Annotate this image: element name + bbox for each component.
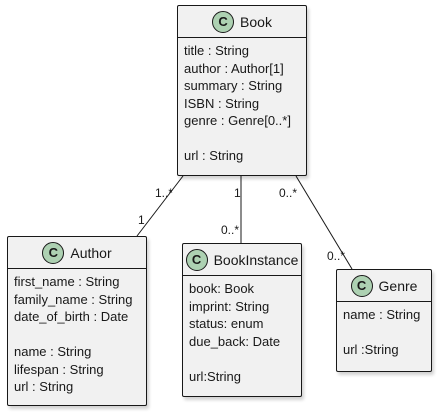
class-author-header: C Author bbox=[8, 237, 146, 269]
method: url : String bbox=[14, 379, 74, 394]
class-book[interactable]: C Book title : String author : Author[1]… bbox=[177, 5, 307, 176]
class-book-header: C Book bbox=[178, 6, 306, 38]
class-stereotype-icon: C bbox=[212, 10, 235, 33]
class-genre-name: Genre bbox=[378, 277, 418, 294]
multiplicity-book-bookinstance-book-end: 1 bbox=[234, 186, 241, 200]
attribute: date_of_birth : Date bbox=[14, 309, 129, 324]
class-stereotype-icon: C bbox=[350, 274, 373, 297]
class-genre-header: C Genre bbox=[337, 270, 431, 302]
attribute: status: enum bbox=[189, 316, 264, 331]
class-stereotype-icon: C bbox=[42, 241, 65, 264]
association-book-genre bbox=[295, 175, 353, 270]
class-bookinstance-name: BookInstance bbox=[213, 251, 299, 268]
class-book-members: title : String author : Author[1] summar… bbox=[178, 38, 306, 169]
class-bookinstance-members: book: Book imprint: String status: enum … bbox=[183, 276, 301, 389]
class-genre[interactable]: C Genre name : String url :String bbox=[336, 269, 432, 372]
member-separator bbox=[184, 130, 300, 148]
attribute: ISBN : String bbox=[184, 95, 260, 111]
class-author-members: first_name : String family_name : String… bbox=[8, 269, 146, 400]
member-separator bbox=[14, 326, 140, 344]
attribute: family_name : String bbox=[14, 291, 133, 307]
multiplicity-book-bookinstance-instance-end: 0..* bbox=[221, 223, 240, 237]
attribute: author : Author[1] bbox=[184, 60, 284, 76]
attribute: book: Book bbox=[189, 281, 255, 296]
class-bookinstance[interactable]: C BookInstance book: Book imprint: Strin… bbox=[182, 243, 302, 397]
attribute: first_name : String bbox=[14, 274, 120, 289]
association-book-author bbox=[136, 175, 184, 237]
multiplicity-book-author-book-end: 1..* bbox=[155, 186, 174, 200]
multiplicity-book-genre-book-end: 0..* bbox=[279, 186, 298, 200]
method: url : String bbox=[184, 148, 244, 163]
multiplicity-book-author-author-end: 1 bbox=[138, 213, 145, 227]
class-book-name: Book bbox=[240, 13, 272, 30]
method: url :String bbox=[343, 342, 399, 357]
class-bookinstance-header: C BookInstance bbox=[183, 244, 301, 276]
method: name : String bbox=[14, 344, 92, 359]
member-separator bbox=[343, 324, 425, 342]
attribute: title : String bbox=[184, 43, 250, 58]
member-separator bbox=[189, 350, 295, 368]
method: lifespan : String bbox=[14, 361, 104, 377]
attribute: summary : String bbox=[184, 78, 283, 93]
attribute: due_back: Date bbox=[189, 333, 281, 349]
class-genre-members: name : String url :String bbox=[337, 302, 431, 363]
class-author[interactable]: C Author first_name : String family_name… bbox=[7, 236, 147, 406]
attribute: name : String bbox=[343, 307, 421, 322]
class-stereotype-icon: C bbox=[185, 248, 208, 271]
method: url:String bbox=[189, 368, 242, 384]
class-author-name: Author bbox=[70, 244, 112, 261]
attribute: imprint: String bbox=[189, 298, 270, 314]
multiplicity-book-genre-genre-end: 0..* bbox=[327, 249, 346, 263]
attribute: genre : Genre[0..*] bbox=[184, 113, 291, 128]
